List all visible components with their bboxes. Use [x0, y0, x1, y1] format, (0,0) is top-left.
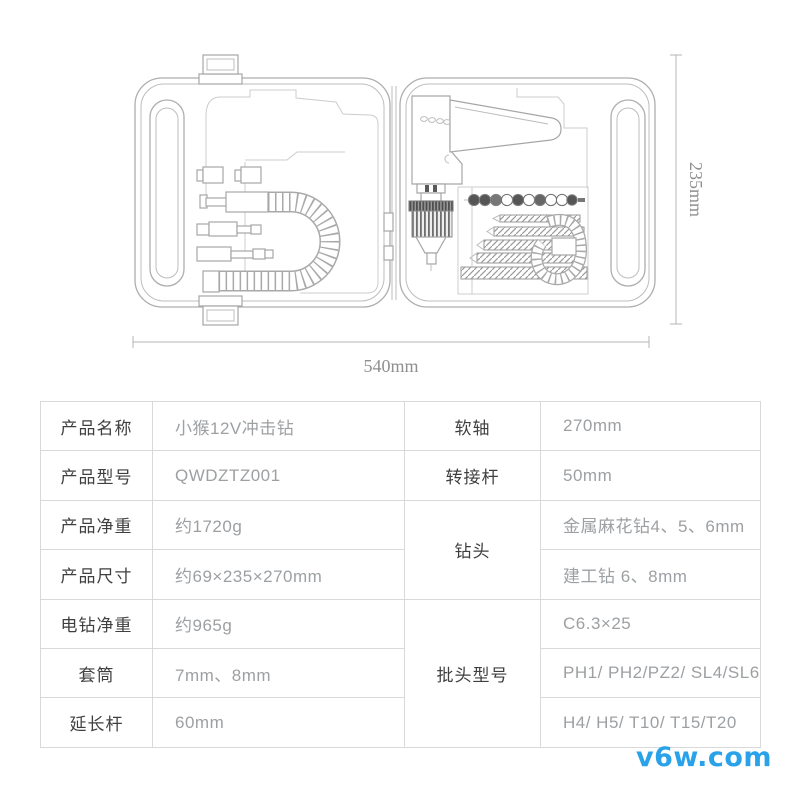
spec-value-bit-models-2: PH1/ PH2/PZ2/ SL4/SL6 — [541, 648, 761, 699]
width-dimension-label: 540mm — [363, 356, 418, 376]
hinge — [383, 86, 397, 300]
flexible-shaft-coil — [199, 191, 341, 293]
spec-label-product-name: 产品名称 — [41, 402, 153, 452]
spec-label-socket: 套筒 — [41, 648, 153, 699]
spec-label-extension-rod: 延长杆 — [41, 698, 153, 748]
spec-value-model: QWDZTZ001 — [153, 451, 405, 501]
case-left-half — [134, 54, 391, 326]
height-dimension-label: 235mm — [686, 162, 706, 217]
watermark: v6w.com — [636, 742, 773, 773]
drill-chuck — [408, 183, 454, 271]
spec-value-adapter-rod: 50mm — [541, 451, 761, 501]
bottom-latch — [198, 295, 243, 326]
width-dimension-line — [132, 336, 650, 348]
spec-value-drill-bits-1: 金属麻花钻4、5、6mm — [541, 500, 761, 551]
height-dimension-line — [670, 54, 682, 325]
spec-value-dimensions: 约69×235×270mm — [153, 550, 405, 600]
spec-label-bit-models: 批头型号 — [405, 599, 541, 748]
extension-rods-left — [196, 221, 274, 262]
spec-label-drill-weight: 电钻净重 — [41, 599, 153, 649]
top-latch — [198, 54, 243, 85]
bit-adapters-left — [196, 166, 262, 184]
spec-value-drill-bits-2: 建工钻 6、8mm — [541, 550, 761, 600]
spec-value-net-weight: 约1720g — [153, 500, 405, 551]
spec-label-dimensions: 产品尺寸 — [41, 550, 153, 600]
spec-label-net-weight: 产品净重 — [41, 500, 153, 551]
spec-label-adapter-rod: 转接杆 — [405, 451, 541, 501]
spec-label-model: 产品型号 — [41, 451, 153, 501]
spec-value-flex-shaft: 270mm — [541, 402, 761, 452]
spec-value-bit-models-3: H4/ H5/ T10/ T15/T20 — [541, 698, 761, 748]
spec-value-bit-models-1: C6.3×25 — [541, 599, 761, 649]
impact-drill — [408, 95, 562, 271]
case-right-half — [399, 77, 656, 308]
coiled-cable — [530, 214, 588, 286]
spec-value-drill-weight: 约965g — [153, 599, 405, 649]
spec-table: 产品名称 小猴12V冲击钻 软轴 270mm 产品型号 QWDZTZ001 转接… — [40, 401, 761, 748]
spec-value-socket: 7mm、8mm — [153, 648, 405, 699]
spec-label-flex-shaft: 软轴 — [405, 402, 541, 452]
tool-case-technical-drawing: 540mm 235mm — [132, 54, 706, 376]
socket-bits-row — [464, 193, 585, 207]
left-handle-cutout — [149, 99, 185, 287]
spec-value-product-name: 小猴12V冲击钻 — [153, 402, 405, 452]
spec-label-drill-bits: 钻头 — [405, 500, 541, 600]
spec-value-extension-rod: 60mm — [153, 698, 405, 748]
right-handle-cutout — [610, 99, 646, 287]
